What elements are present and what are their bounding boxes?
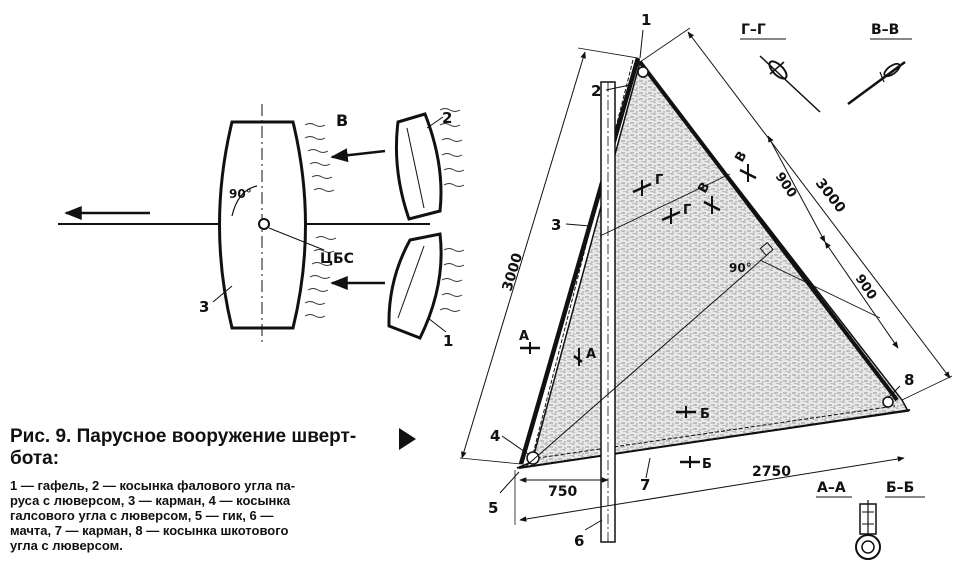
callout-5: 5: [488, 499, 498, 517]
dim-leech-upper-label: 900: [772, 170, 800, 201]
mark-v-2: В: [732, 149, 750, 165]
foot-pocket: [530, 405, 896, 460]
legend-line: руса с люверсом, 3 — карман, 4 — косынка: [10, 493, 291, 508]
upper-sail-inner: [406, 127, 425, 209]
leader-2: [426, 116, 444, 129]
caption-title-line-2: бота:: [10, 448, 60, 469]
mark-a-1: А: [519, 329, 529, 344]
lower-sail-inner: [397, 245, 425, 319]
callout-7: 7: [640, 476, 650, 494]
section-title-vv: В–В: [871, 22, 899, 38]
dim-leech-upper: [767, 135, 826, 243]
triangle-pointer-icon: [399, 428, 416, 450]
dim-leech-label: 3000: [812, 176, 849, 217]
section-title-aa: А–А: [817, 480, 846, 496]
section-gg-detail: [759, 55, 821, 113]
mark-g-2: Г: [683, 203, 691, 218]
callout-4: 4: [490, 427, 500, 445]
clr-point: [258, 218, 270, 230]
legend-line: галсового угла с люверсом, 5 — гик, 6 —: [10, 508, 274, 523]
callout-1: 1: [641, 11, 651, 29]
mark-b-1: Б: [700, 407, 710, 422]
sail-label-2: 2: [442, 109, 452, 127]
section-title-bb: Б–Б: [886, 480, 914, 496]
mark-g-1: Г: [655, 173, 663, 188]
upper-sail-section: [394, 112, 443, 221]
legend-line: 1 — гафель, 2 — косынка фалового угла па…: [10, 478, 296, 493]
clr-leader: [268, 227, 325, 251]
dim-foot-left-label: 750: [548, 484, 577, 500]
dim-luff: [461, 51, 586, 459]
hull-scheme: В 90° ЦБС 3 2 1: [58, 104, 465, 350]
section-markers: [520, 164, 757, 468]
dim-foot-total: [519, 456, 905, 522]
dim-leech-lower: [824, 241, 899, 349]
clr-label: ЦБС: [320, 251, 354, 267]
callout-2: 2: [591, 82, 601, 100]
caption-legend: 1 — гафель, 2 — косынка фалового угла па…: [10, 478, 410, 553]
callout-6: 6: [574, 532, 584, 550]
caption-title: Рис. 9. Парусное вооружение шверт- бота:: [10, 426, 410, 470]
wave-marks: [304, 108, 465, 318]
dim-luff-label: 3000: [500, 251, 527, 293]
wind-label: В: [336, 111, 348, 130]
section-title-gg: Г–Г: [741, 22, 766, 38]
leader-3: [212, 285, 233, 303]
section-vv-detail: [847, 60, 906, 106]
figure-caption: Рис. 9. Парусное вооружение шверт- бота:…: [10, 426, 410, 553]
leader-1: [427, 317, 447, 333]
legend-line: угла с люверсом.: [10, 538, 123, 553]
wind-arrow-upper: [330, 148, 386, 163]
clew-grommet: [882, 396, 894, 408]
head-grommet: [637, 66, 649, 78]
sail-angle-label: 90°: [729, 261, 752, 275]
dim-foot-total-label: 2750: [752, 464, 791, 480]
caption-title-line-1: Рис. 9. Парусное вооружение шверт-: [10, 426, 357, 447]
tack-grommet: [526, 451, 540, 465]
sail-label-1: 1: [443, 332, 453, 350]
mark-a-2: А: [586, 347, 596, 362]
sail-body: [516, 60, 910, 469]
mark-b-2: Б: [702, 457, 712, 472]
sail-drawing: 1 2 3 4 5 6 7 8 3000 3000 900 900 750 27…: [459, 11, 953, 560]
legend-line: мачта, 7 — карман, 8 — косынка шкотового: [10, 523, 289, 538]
lower-sail-section: [387, 232, 443, 340]
callout-3: 3: [551, 216, 561, 234]
hull-label: 3: [199, 298, 209, 316]
section-aa-bb-detail: [855, 500, 881, 560]
angle-arc: [231, 185, 258, 217]
callout-8: 8: [904, 371, 914, 389]
angle-label: 90°: [229, 187, 252, 201]
